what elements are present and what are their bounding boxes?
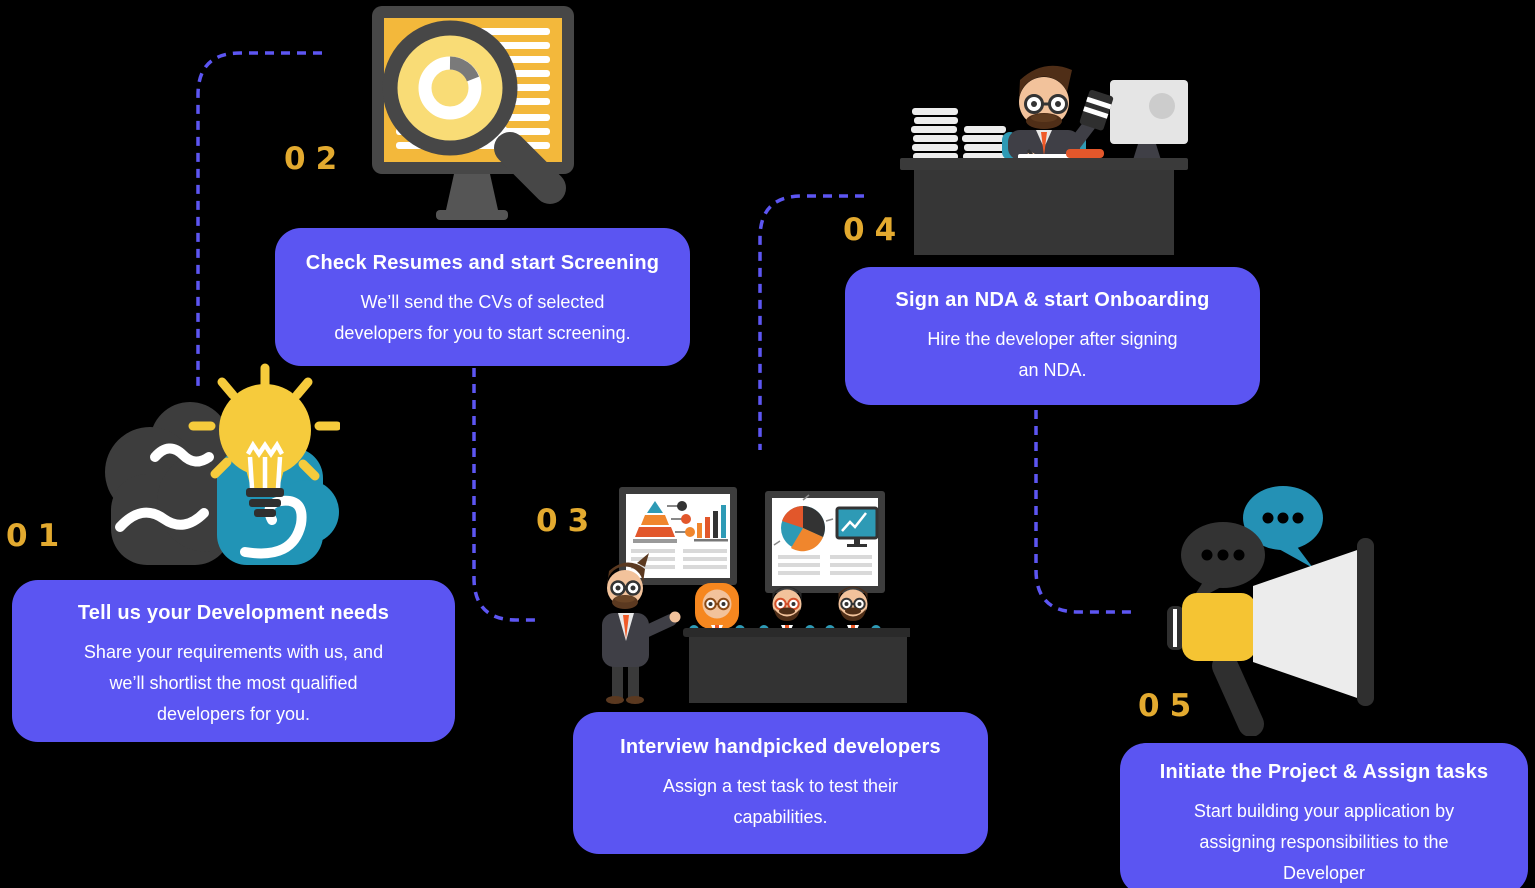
signing-man <box>1002 65 1114 165</box>
megaphone-icon <box>1167 538 1374 737</box>
step-03-body: Assign a test task to test their capabil… <box>662 776 899 827</box>
magnifier-icon <box>382 20 566 204</box>
announcement-icon <box>1165 478 1400 741</box>
step-04-number: 04 <box>843 212 907 248</box>
standing-presenter <box>602 553 681 704</box>
lightbulb-rays <box>188 363 342 481</box>
step-05-card: Initiate the Project & Assign tasks Star… <box>1120 743 1528 888</box>
desk-monitor-icon <box>1110 80 1188 160</box>
step-04-card: Sign an NDA & start Onboarding Hire the … <box>845 267 1260 405</box>
brain-idea-icon-svg <box>105 363 342 565</box>
step-03-title: Interview handpicked developers <box>620 736 941 758</box>
step-01-title: Tell us your Development needs <box>77 602 390 624</box>
nda-signing-icon-svg <box>900 65 1188 255</box>
whiteboard-charts-icon <box>619 487 737 585</box>
resume-screening-icon <box>350 2 605 239</box>
connector-step4-step5 <box>1034 410 1131 614</box>
whiteboard-pie-icon <box>765 491 885 593</box>
speech-bubbles-icon <box>1181 486 1323 604</box>
nda-signing-icon <box>898 50 1190 260</box>
interview-icon-svg <box>602 487 913 704</box>
step-01-card: Tell us your Development needs Share you… <box>12 580 455 742</box>
interview-icon <box>575 483 913 712</box>
step-03-number: 03 <box>536 503 600 539</box>
step-02-body: We’ll send the CVs of selected developer… <box>334 292 631 343</box>
step-01-body: Share your requirements with us, and we’… <box>83 642 384 724</box>
step-04-body: Hire the developer after signing an NDA. <box>927 329 1178 380</box>
resume-screening-icon-svg <box>372 6 574 220</box>
step-02-card: Check Resumes and start Screening We’ll … <box>275 228 690 366</box>
interview-desk <box>683 628 913 703</box>
office-desk <box>900 158 1188 255</box>
step-02-title: Check Resumes and start Screening <box>305 252 660 274</box>
paper-stacks <box>911 108 1006 160</box>
lightbulb-icon <box>219 384 311 517</box>
announcement-icon-svg <box>1167 486 1374 737</box>
desk-red-tray <box>1066 149 1104 158</box>
step-04-title: Sign an NDA & start Onboarding <box>895 289 1210 311</box>
step-05-title: Initiate the Project & Assign tasks <box>1159 761 1489 783</box>
connector-step2-step3 <box>472 368 541 622</box>
step-05-number: 05 <box>1138 688 1202 724</box>
step-03-card: Interview handpicked developers Assign a… <box>573 712 988 854</box>
step-02-number: 02 <box>284 141 348 177</box>
step-05-body: Start building your application by assig… <box>1193 801 1455 883</box>
brain-idea-icon <box>95 362 342 572</box>
step-01-number: 01 <box>6 518 70 554</box>
